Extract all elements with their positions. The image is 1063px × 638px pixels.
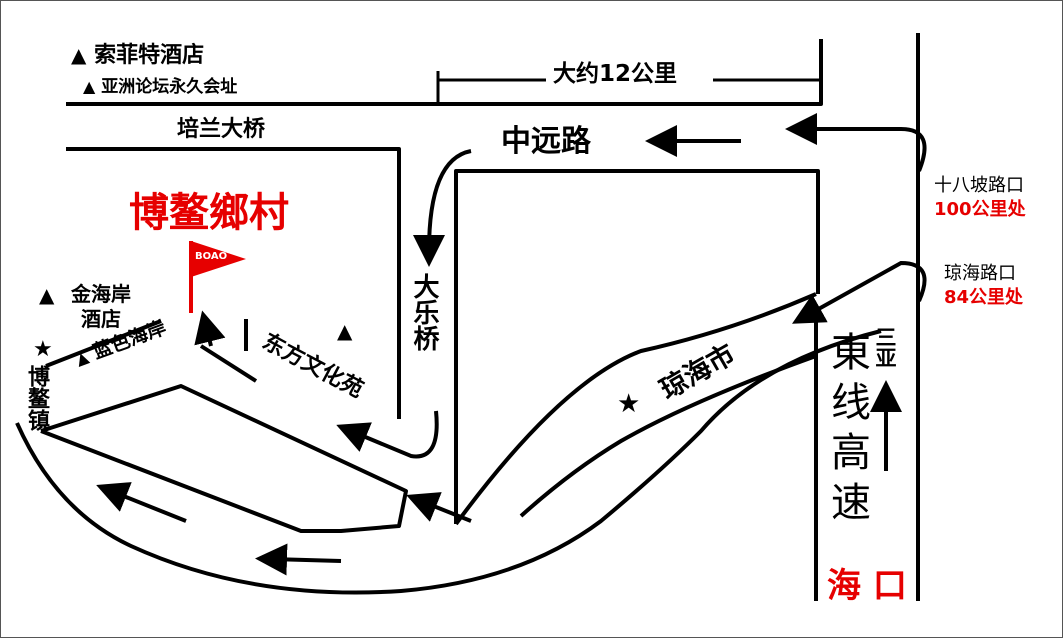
arrow-qionghai-exit [792,260,927,324]
boao-village-label: 博鳌鄉村 [129,190,289,236]
central-block [454,169,820,524]
top-road [66,39,823,106]
qionghai-exit-distance: 84公里处 [944,287,1024,308]
arrow-coast-1 [406,492,472,523]
oriental-garden-icon: ▲ [337,319,353,343]
qionghai-road-inner [519,354,817,518]
blue-coast-road-2 [199,344,258,383]
sofitel-label: ▲ 索菲特酒店 [71,43,205,68]
expressway-label: 東线高速 [824,331,870,531]
boao-town-road [15,329,882,595]
flag-text: BOAO [195,251,228,262]
boao-forum-label: ▲ 亚洲论坛永久会址 [83,77,238,97]
arrow-coast-2 [255,543,342,576]
arrow-coast-3 [96,482,187,523]
triangle-icon: ▲ [83,77,96,96]
blue-coast-road [45,319,162,368]
arrow-shibapo [785,113,927,172]
peilan-bridge-road [66,147,401,419]
arrow-dale-down [413,149,472,267]
sanya-label: 三亚 [873,326,897,368]
qionghai-star-icon: ★ [617,389,641,419]
haikou-label: 海 口 [827,566,907,606]
qionghai-exit-name: 琼海路口 [944,263,1016,284]
triangle-icon: ▲ [71,43,87,67]
star-icon: ★ [33,337,53,362]
shibapo-exit-distance: 100公里处 [934,199,1026,220]
arrow-blue-coast [194,310,226,347]
boao-town-label: 博鳌镇 [24,365,49,431]
peilan-bridge-label: 培兰大桥 [177,117,266,142]
golden-coast-label: 金海岸 酒店 [71,282,131,331]
boao-flag [191,241,246,277]
shibapo-exit-name: 十八坡路口 [934,175,1024,196]
distance-label: 大约12公里 [553,61,678,87]
coast-block [40,384,408,533]
arrow-dale-out [336,410,439,459]
qionghai-road [454,292,817,526]
golden-coast-icon: ▲ [39,283,55,307]
zhongyuan-road-label: 中远路 [501,124,591,159]
dale-bridge-label: 大乐桥 [409,273,439,351]
